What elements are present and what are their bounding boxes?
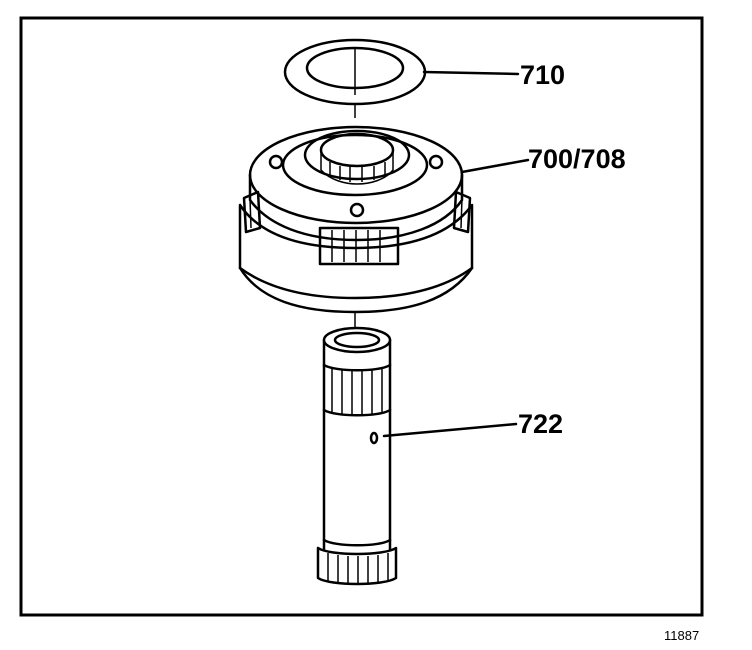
bolt-hole — [268, 154, 284, 170]
callout-label-710: 710 — [520, 60, 565, 90]
lower-spline-teeth — [327, 553, 389, 584]
leader-line-722 — [382, 422, 518, 438]
sun-gear-shaft-part — [316, 326, 398, 586]
bolt-hole — [349, 202, 365, 218]
hub-spline-teeth — [329, 162, 386, 182]
planetary-carrier-part — [238, 125, 474, 314]
bolt-hole — [428, 154, 444, 170]
thrust-washer-part — [283, 38, 427, 106]
pinion-window — [452, 190, 472, 234]
leader-line-700-708 — [460, 158, 530, 174]
upper-spline-teeth — [331, 368, 383, 415]
leader-line-710 — [422, 70, 520, 76]
diagram-frame — [19, 16, 704, 617]
oil-hole — [369, 431, 379, 445]
callout-label-700-708: 700/708 — [528, 144, 626, 174]
pinion-window — [242, 190, 262, 234]
callout-label-722: 722 — [518, 409, 563, 439]
pinion-window — [318, 226, 400, 266]
figure-number: 11887 — [664, 628, 699, 643]
